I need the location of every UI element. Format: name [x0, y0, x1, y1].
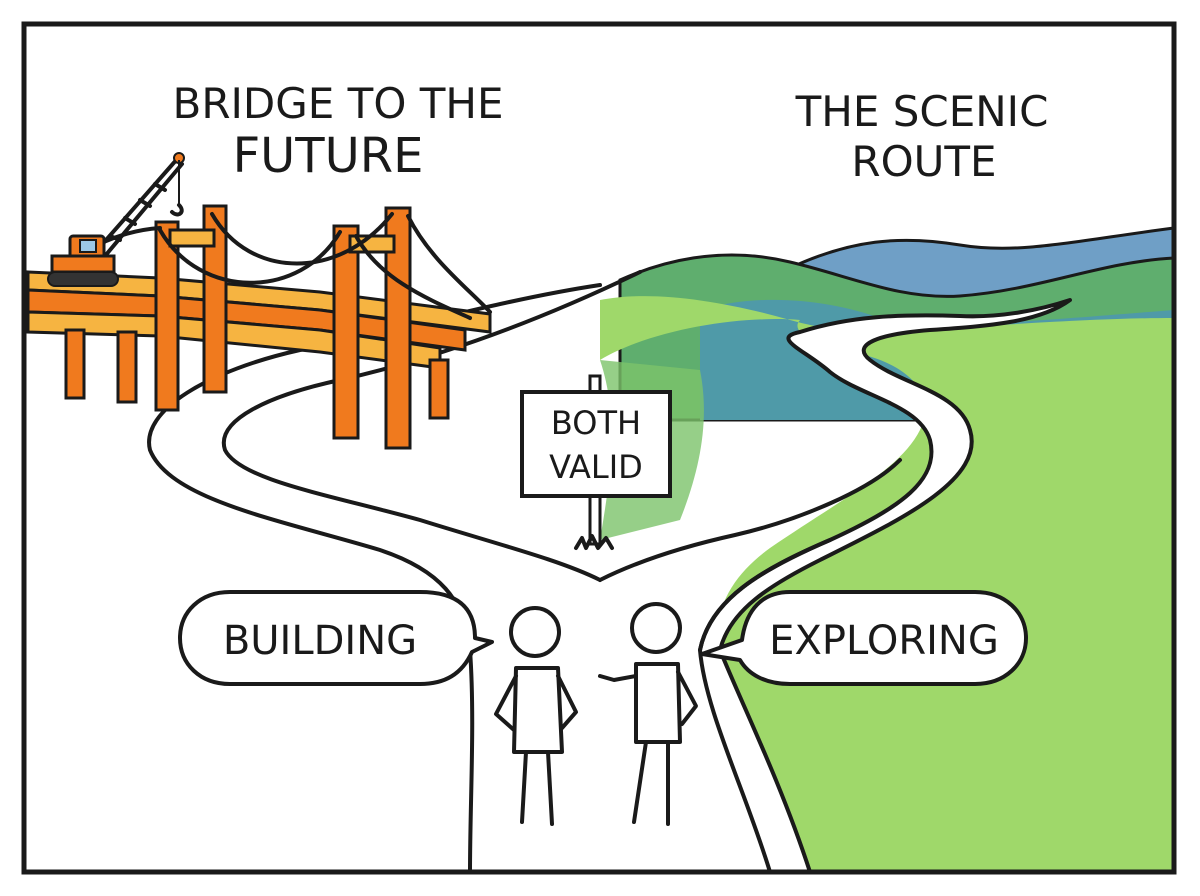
bridge-cable — [210, 212, 394, 266]
figure-builder — [494, 606, 578, 826]
figure-torso — [512, 666, 564, 754]
bubble-text-exploring: EXPLORING — [769, 618, 999, 664]
figure-head — [509, 606, 561, 658]
figure-arm-right — [556, 674, 578, 730]
crane-boom — [90, 156, 184, 264]
bridge-cable — [158, 228, 342, 285]
speech-bubble-right: EXPLORING — [700, 590, 1028, 686]
bubble-shape — [178, 590, 494, 686]
caption-bridge-line-1: BRIDGE TO THE — [173, 79, 504, 128]
sign-line-1: BOTH — [551, 404, 641, 442]
right-road-edge — [698, 538, 832, 652]
bridge — [26, 204, 492, 450]
bridge-cable — [406, 214, 492, 314]
figure-head — [630, 602, 682, 654]
figure-arm-right — [676, 670, 698, 726]
bridge-tower — [202, 204, 228, 394]
grass-tuft — [574, 534, 614, 550]
bridge-tower — [332, 224, 360, 440]
figure-torso — [634, 662, 682, 744]
crane-body — [50, 254, 116, 274]
figure-arm-left — [598, 674, 638, 682]
figure-legs — [632, 740, 670, 826]
bubble-text-building: BUILDING — [223, 618, 417, 664]
crane-window — [79, 239, 97, 253]
panel-frame — [21, 21, 1177, 875]
bridge-cable — [354, 234, 472, 320]
figure-arm-left — [494, 674, 518, 732]
caption-scenic-line-1: THE SCENIC — [795, 87, 1049, 136]
bridge-pillar — [64, 328, 86, 400]
sign-board — [520, 390, 672, 498]
sign-line-2: VALID — [549, 448, 643, 486]
figure-explorer — [598, 602, 698, 826]
sign: BOTH VALID — [520, 374, 672, 550]
crane — [47, 152, 185, 287]
speech-bubble-left: BUILDING — [178, 590, 494, 686]
bridge-pillar — [116, 330, 138, 404]
crane-lattice — [108, 182, 167, 242]
scenic-road — [698, 298, 1072, 874]
bridge-tower — [154, 220, 180, 412]
crane-tracks — [47, 271, 119, 287]
center-divide — [598, 458, 902, 582]
bubble-shape — [700, 590, 1028, 686]
figure-legs — [520, 750, 554, 826]
bridge-tower-crossbar — [168, 228, 216, 248]
crane-hook — [170, 203, 184, 217]
caption-bridge-line-2: FUTURE — [233, 128, 424, 184]
caption-scenic-line-2: ROUTE — [851, 137, 996, 186]
bridge-pillar — [428, 358, 450, 420]
